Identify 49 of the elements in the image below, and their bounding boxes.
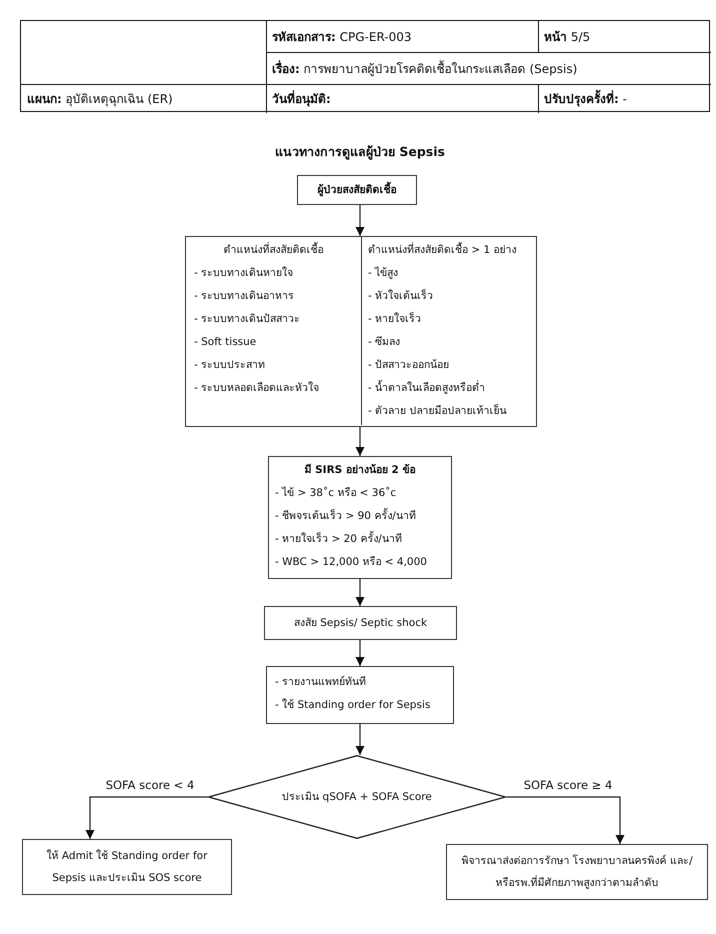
list-item: - Soft tissue: [194, 335, 258, 350]
node-text: - ใช้ Standing order for Sepsis: [275, 698, 432, 713]
arrow: [356, 724, 364, 755]
node-text: พิจารณาส่งต่อการรักษา โรงพยาบาลนครพิงค์ และ/หรือรพ.ที่มีศักยภาพสูงกว่าตามลำดับ: [460, 854, 694, 891]
list-item: - WBC > 12,000 หรือ < 4,000: [275, 555, 428, 570]
list-item: - ระบบหลอดเลือดและหัวใจ: [194, 380, 320, 396]
list-item: - น้ำตาลในเลือดสูงหรือต่ำ: [368, 379, 486, 396]
node-text: ให้ Admit ใช้ Standing order for Sepsis และประเมิน SOS score: [46, 848, 208, 886]
table-cell-text: ปรับปรุงครั้งที่: -: [544, 89, 627, 108]
outcome-box: [446, 844, 708, 900]
heading-text: มี SIRS อย่างน้อย 2 ข้อ: [303, 462, 417, 478]
criteria-box: [185, 236, 537, 427]
list-item: - ไข้สูง: [368, 266, 400, 281]
decision-diamond: [208, 755, 506, 839]
table-cell-text: แผนก: อุบัติเหตุฉุกเฉิน (ER): [27, 91, 173, 108]
list-item: - ปัสสาวะออกน้อย: [368, 358, 450, 373]
outcome-box: [22, 839, 232, 895]
heading-text: ตำแหน่งที่สงสัยติดเชื้อ: [222, 241, 324, 258]
table-cell-text: เรื่อง: การพยาบาลผู้ป่วยโรคติดเชื้อในกระแสเลือด (Sepsis): [272, 59, 578, 78]
process-box: [266, 666, 454, 724]
list-item: - ตัวลาย ปลายมือปลายเท้าเย็น: [368, 402, 508, 419]
process-box: [264, 606, 457, 640]
list-item: - หัวใจเต้นเร็ว: [368, 288, 434, 304]
arrow: [356, 640, 364, 666]
table-cell-text: วันที่อนุมัติ:: [272, 89, 331, 108]
sirs-box: [268, 456, 452, 579]
arrow: [356, 205, 364, 236]
list-item: - หายใจเร็ว > 20 ครั้ง/นาที: [275, 530, 403, 547]
list-item: - ชีพจรเต้นเร็ว > 90 ครั้ง/นาที: [275, 507, 417, 524]
node-text: ผู้ป่วยสงสัยติดเชื้อ: [318, 180, 396, 198]
table-cell-text: รหัสเอกสาร: CPG-ER-003: [272, 29, 412, 46]
list-item: - ระบบทางเดินหายใจ: [194, 266, 294, 281]
arrow: [356, 579, 364, 606]
node-text: สงสัย Sepsis/ Septic shock: [294, 616, 428, 630]
start-box: [297, 175, 417, 205]
table-cell-text: หน้า 5/5: [544, 29, 590, 46]
arrow: [86, 796, 208, 839]
diagram-title: แนวทางการดูแลผู้ป่วย Sepsis: [274, 143, 446, 162]
list-item: - ระบบทางเดินปัสสาวะ: [194, 312, 302, 327]
list-item: - ระบบทางเดินอาหาร: [194, 289, 296, 304]
list-item: - ไข้ > 38˚c หรือ < 36˚c: [275, 486, 398, 501]
arrow: [356, 427, 364, 456]
list-item: - ซึมลง: [368, 335, 402, 350]
arrow: [506, 796, 624, 844]
node-text: ประเมิน qSOFA + SOFA Score: [282, 790, 432, 804]
node-text: - รายงานแพทย์ทันที: [275, 674, 368, 690]
list-item: - ระบบประสาท: [194, 358, 266, 373]
heading-text: ตำแหน่งที่สงสัยติดเชื้อ > 1 อย่าง: [368, 241, 518, 258]
list-item: - หายใจเร็ว: [368, 310, 422, 327]
